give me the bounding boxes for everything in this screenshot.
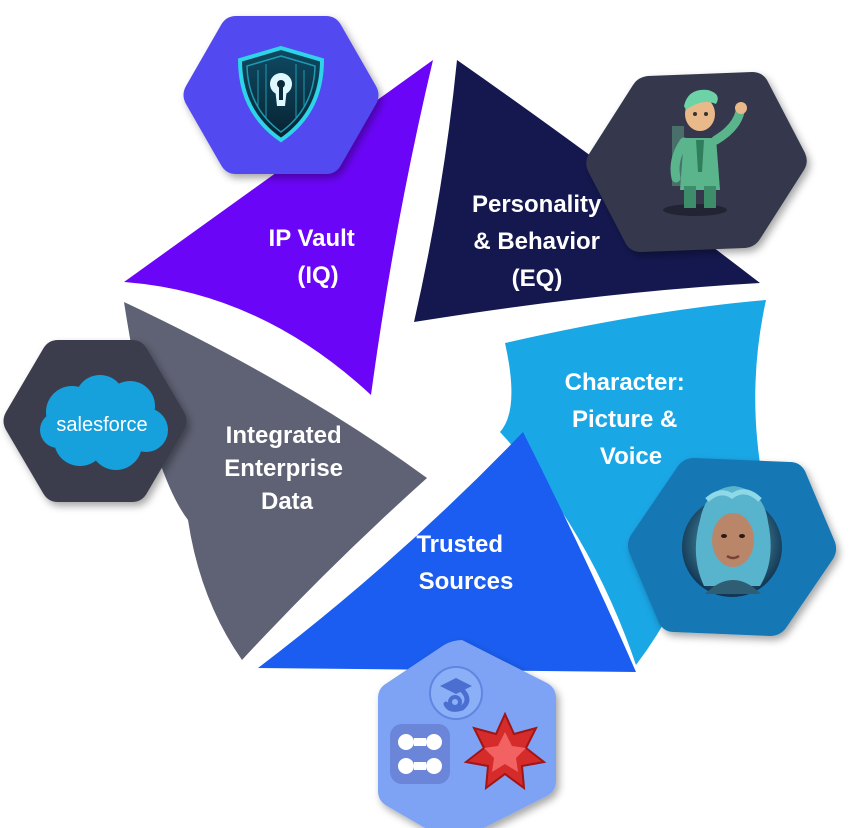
openalex-icon [390,724,450,784]
avatar-portrait-icon [682,486,782,597]
personality-label: Personality & Behavior (EQ) [472,191,608,292]
google-scholar-icon [429,666,483,720]
cartoon-character-icon [663,89,747,216]
character-label: Character: Picture & Voice [565,369,692,470]
salesforce-logo-icon: salesforce [40,375,168,470]
segment-ip-vault [124,60,433,395]
wolfram-alpha-icon [463,711,547,791]
salesforce-logo-text: salesforce [56,414,147,436]
ip-vault-label: IP Vault (IQ) [269,225,362,289]
segment-character [500,300,766,665]
segment-integrated [124,302,427,660]
shield-lock-icon [237,45,325,143]
integrated-label: Integrated Enterprise Data [224,422,349,515]
segment-personality [414,60,760,322]
trusted-label: Trusted Sources [416,531,513,595]
segment-trusted [258,432,636,672]
